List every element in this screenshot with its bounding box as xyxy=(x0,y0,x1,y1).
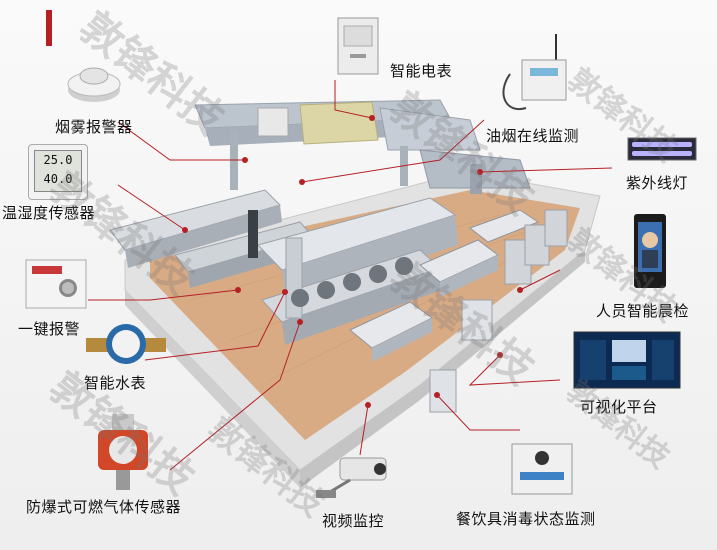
thermo-hygrometer-icon: 25.0 40.0 xyxy=(28,144,88,200)
accent-bar xyxy=(46,10,52,46)
label-panic-button: 一键报警 xyxy=(18,320,81,338)
thermo-humidity: 40.0 xyxy=(43,172,73,186)
thermo-display: 25.0 40.0 xyxy=(34,150,82,192)
disinfection-monitor-box-icon xyxy=(511,443,573,495)
thermo-temp: 25.0 xyxy=(43,153,73,167)
dashboard-monitor-icon xyxy=(573,331,681,389)
water-meter-icon xyxy=(86,324,166,364)
wall-front-face xyxy=(125,290,300,488)
label-water-meter: 智能水表 xyxy=(84,374,147,392)
label-uv-lamp: 紫外线灯 xyxy=(626,174,689,192)
ceiling-ducts xyxy=(194,99,531,194)
label-temp-humidity: 温湿度传感器 xyxy=(2,204,96,222)
smoke-detector-icon xyxy=(67,67,121,102)
label-smoke-alarm: 烟雾报警器 xyxy=(55,118,133,136)
connector-dots xyxy=(182,115,523,408)
right-equipment xyxy=(429,209,568,413)
label-staff-check: 人员智能晨检 xyxy=(596,302,690,320)
security-camera-icon xyxy=(316,457,387,498)
cooking-line xyxy=(248,197,458,345)
uv-lamp-icon xyxy=(627,137,697,161)
fume-monitor-box-icon xyxy=(502,34,567,111)
connector-lines xyxy=(88,80,613,471)
label-fume-monitor: 油烟在线监测 xyxy=(486,127,580,145)
electric-meter-cabinet-icon xyxy=(337,17,379,75)
face-recognition-terminal-icon xyxy=(634,214,666,288)
prep-tables xyxy=(349,209,540,362)
label-video-monitor: 视频监控 xyxy=(322,512,385,530)
emergency-button-icon xyxy=(25,259,87,309)
wall-front-face-right xyxy=(300,250,585,488)
label-gas-sensor: 防爆式可燃气体传感器 xyxy=(26,498,182,516)
label-smart-meter: 智能电表 xyxy=(390,62,453,80)
label-visual-platform: 可视化平台 xyxy=(580,398,658,416)
gas-detector-icon xyxy=(98,414,148,490)
label-disinfection-monitor: 餐饮具消毒状态监测 xyxy=(456,510,596,528)
